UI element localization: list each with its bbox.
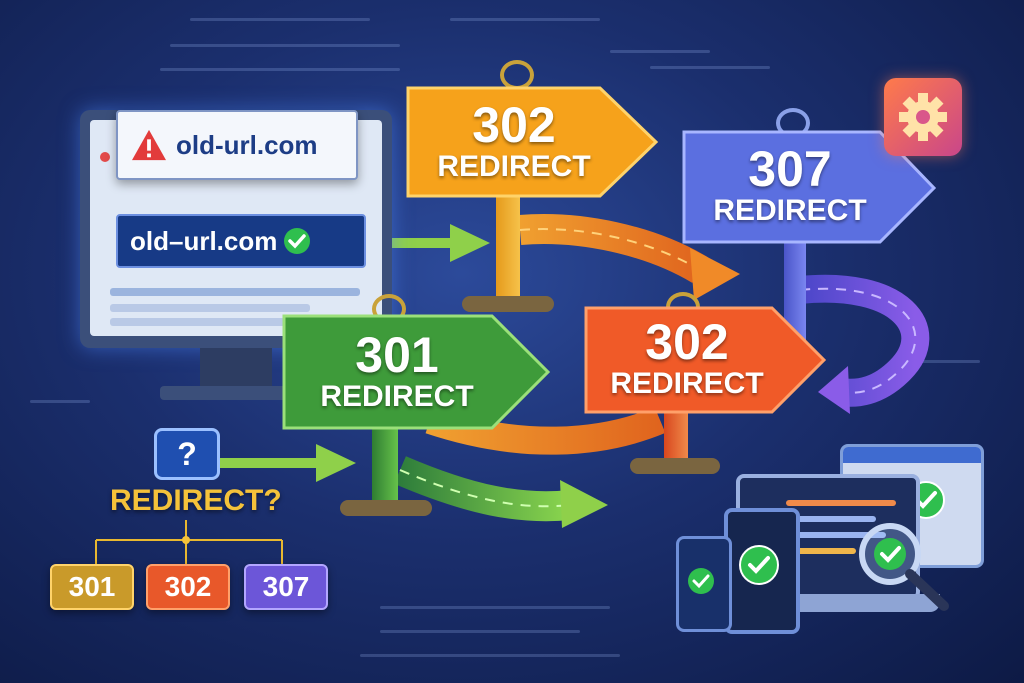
gear-icon: [899, 93, 947, 141]
arrow-icon: [366, 224, 490, 262]
sign-302-lower: 302 REDIRECT: [592, 310, 782, 408]
url-text: old–url.com: [130, 225, 278, 256]
sign-301: 301 REDIRECT: [292, 322, 502, 422]
sign-302-lower-board: [584, 306, 827, 414]
window-dot: [100, 152, 110, 162]
warning-url-bar[interactable]: old-url.com: [116, 110, 358, 180]
sign-301-board: [282, 314, 551, 430]
sign-pole: [784, 240, 806, 350]
sign-label: REDIRECT: [713, 194, 867, 227]
sign-label: REDIRECT: [610, 367, 764, 400]
sign-base: [630, 458, 720, 474]
sign-code: 307: [748, 141, 832, 197]
warning-icon: [132, 129, 166, 161]
settings-tile[interactable]: [884, 78, 962, 156]
sign-302-top-board: [406, 86, 659, 198]
sign-code: 302: [645, 314, 729, 370]
sign-pole: [372, 424, 398, 506]
option-code: 307: [262, 571, 310, 602]
sign-307: 307 REDIRECT: [690, 136, 890, 236]
sign-label: REDIRECT: [437, 150, 591, 183]
checkmark-icon: [739, 545, 779, 585]
redirect-question: REDIRECT?: [110, 484, 282, 517]
question-box: ?: [154, 428, 220, 480]
sign-pole: [496, 190, 520, 300]
checkmark-icon: [284, 228, 311, 254]
checkmark-icon: [688, 568, 714, 594]
sign-label: REDIRECT: [320, 380, 474, 413]
sign-base: [340, 500, 432, 516]
option-307[interactable]: 307: [244, 564, 328, 610]
warning-url-text: old-url.com: [176, 129, 318, 160]
option-301[interactable]: 301: [50, 564, 134, 610]
sign-base: [462, 296, 554, 312]
option-code: 302: [164, 571, 212, 602]
option-code: 301: [68, 571, 116, 602]
question-mark: ?: [177, 435, 197, 472]
sign-307-board: [682, 130, 937, 244]
url-bar[interactable]: old–url.com: [116, 214, 366, 268]
sign-pole: [664, 410, 688, 464]
sign-302-top: 302 REDIRECT: [414, 92, 614, 192]
sign-code: 301: [355, 327, 439, 383]
arrow-icon: [214, 444, 356, 482]
magnifier-icon: [859, 523, 949, 611]
option-302[interactable]: 302: [146, 564, 230, 610]
sign-code: 302: [472, 97, 556, 153]
